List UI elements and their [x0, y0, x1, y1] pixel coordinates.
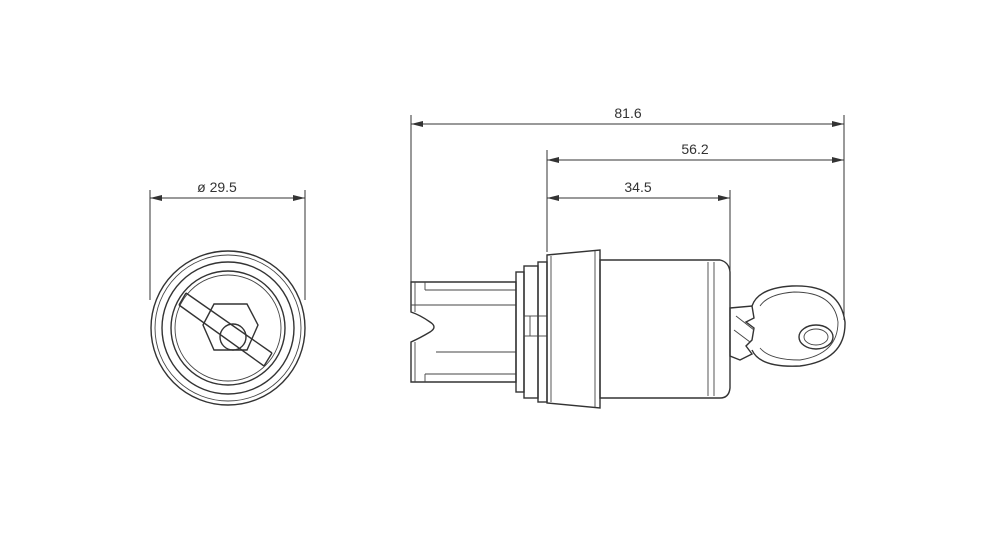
- key-slot-hex: [202, 303, 259, 351]
- diameter-label: ø 29.5: [197, 179, 237, 195]
- key-slot-core: [219, 323, 247, 351]
- rear-shaft-outline: [410, 281, 517, 383]
- main-body: [599, 259, 731, 399]
- body-outline: [599, 259, 731, 399]
- side-view: 81.6 56.2 34.5: [410, 105, 846, 409]
- cylinder-ring: [161, 261, 295, 395]
- key-blade: [729, 305, 755, 361]
- lock-face-ring: [170, 270, 286, 386]
- body-to-key-label: 56.2: [681, 141, 708, 157]
- overall-length-label: 81.6: [614, 105, 641, 121]
- collar-notch: [523, 315, 548, 337]
- key-bar-edge-top: [185, 292, 273, 354]
- key-blade-groove-2: [733, 329, 751, 343]
- collar-ring-1: [515, 271, 525, 393]
- key-bow-inner: [759, 291, 839, 361]
- collar: [515, 261, 548, 403]
- bezel-outline: [546, 249, 601, 409]
- key-ring-hole-inner: [803, 328, 829, 346]
- key-bow-outline: [751, 285, 846, 367]
- body-length-label: 34.5: [624, 179, 651, 195]
- lock-face-inner-ring: [174, 274, 282, 382]
- key-bar-edge-bottom: [178, 304, 265, 367]
- side-dimensions: 81.6 56.2 34.5: [410, 105, 845, 320]
- outer-bezel-ring: [150, 250, 306, 406]
- collar-ring-3: [537, 261, 548, 403]
- key-head: [751, 285, 846, 367]
- front-body: [150, 250, 306, 406]
- key-shaft: [729, 305, 755, 361]
- key-blade-groove: [735, 315, 755, 331]
- diameter-dimension: ø 29.5: [149, 179, 306, 300]
- collar-ring-2: [523, 265, 539, 399]
- rear-shaft: [410, 281, 517, 383]
- key-slot: [178, 292, 273, 367]
- key-ring-hole: [798, 324, 834, 350]
- bezel-inner-edge: [154, 254, 302, 402]
- key-bar-end-right: [263, 352, 273, 367]
- front-view: ø 29.5: [149, 179, 306, 406]
- key-bar-end-left: [178, 292, 187, 306]
- front-bezel: [546, 249, 601, 409]
